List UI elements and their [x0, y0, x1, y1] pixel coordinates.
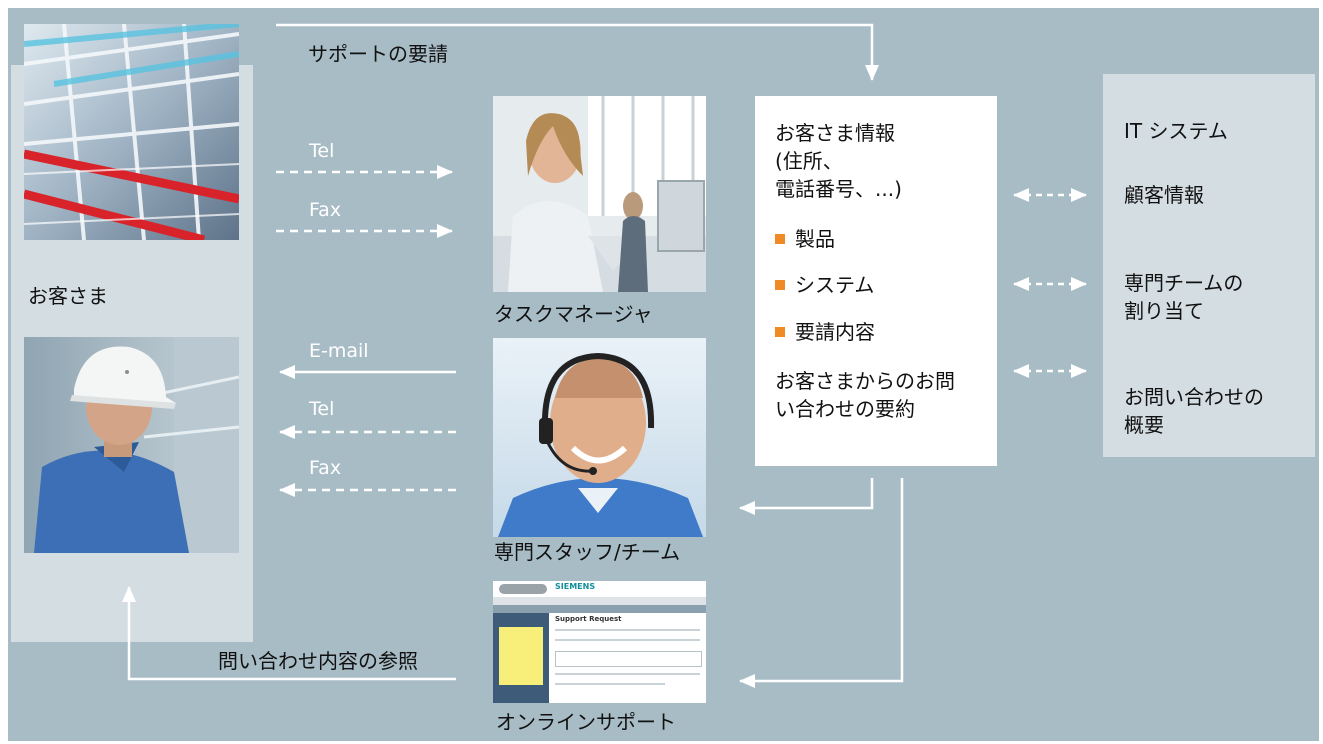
it-system-team-assignment-line1: 専門チームの — [1124, 271, 1244, 295]
online-support-screenshot: SIEMENS Support Request — [493, 581, 706, 703]
info-to-online-arrow — [739, 478, 904, 688]
worker-photo — [24, 337, 239, 553]
inquiry-reference-label: 問い合わせ内容の参照 — [218, 649, 418, 673]
fax-in-label: Fax — [309, 199, 342, 221]
it-system-customer-info: 顧客情報 — [1124, 183, 1204, 207]
customer-info-heading-line2: (住所、 — [775, 149, 843, 173]
customer-info-heading-line1: お客さま情報 — [775, 121, 895, 145]
fax-out-label: Fax — [309, 457, 342, 479]
customer-inquiry-summary-line2: い合わせの要約 — [775, 397, 915, 421]
tel-out-label: Tel — [309, 398, 335, 420]
it-system-inquiry-summary-line1: お問い合わせの — [1124, 385, 1264, 409]
it-system-inquiry-summary-line2: 概要 — [1124, 413, 1164, 437]
customer-info-item-request: 要請内容 — [775, 319, 875, 345]
customer-info-item-systems: システム — [775, 272, 874, 298]
it-system-panel — [1103, 74, 1315, 457]
task-manager-label: タスクマネージャ — [494, 302, 653, 326]
it-system-title: IT システム — [1124, 119, 1228, 143]
specialist-staff-label: 専門スタッフ/チーム — [494, 540, 681, 564]
online-brand: SIEMENS — [555, 582, 596, 591]
building-photo — [24, 24, 239, 240]
arrows-layer — [122, 23, 1087, 688]
inquiry-reference-arrow — [122, 586, 456, 681]
info-to-specialist-arrow — [739, 478, 874, 515]
orange-bullet-icon — [775, 233, 785, 244]
customer-inquiry-summary-line1: お客さまからのお問 — [775, 369, 955, 393]
it-system-team-assignment-line2: 割り当て — [1124, 299, 1204, 323]
customer-info-item-products: 製品 — [775, 226, 835, 252]
tel-in-label: Tel — [309, 140, 335, 162]
online-heading: Support Request — [555, 615, 622, 623]
task-manager-photo — [493, 96, 706, 292]
orange-bullet-icon — [775, 326, 785, 337]
email-out-label: E-mail — [309, 340, 369, 362]
customer-info-heading-line3: 電話番号、...) — [775, 177, 902, 201]
customer-label: お客さま — [28, 284, 108, 308]
specialist-photo — [493, 338, 706, 537]
support-request-arrow — [276, 23, 879, 81]
workflow-diagram: SIEMENS Support Request — [8, 8, 1319, 741]
customer-info-box — [755, 96, 997, 466]
online-support-label: オンラインサポート — [496, 710, 676, 734]
support-request-label: サポートの要請 — [308, 42, 448, 66]
orange-bullet-icon — [775, 279, 785, 290]
